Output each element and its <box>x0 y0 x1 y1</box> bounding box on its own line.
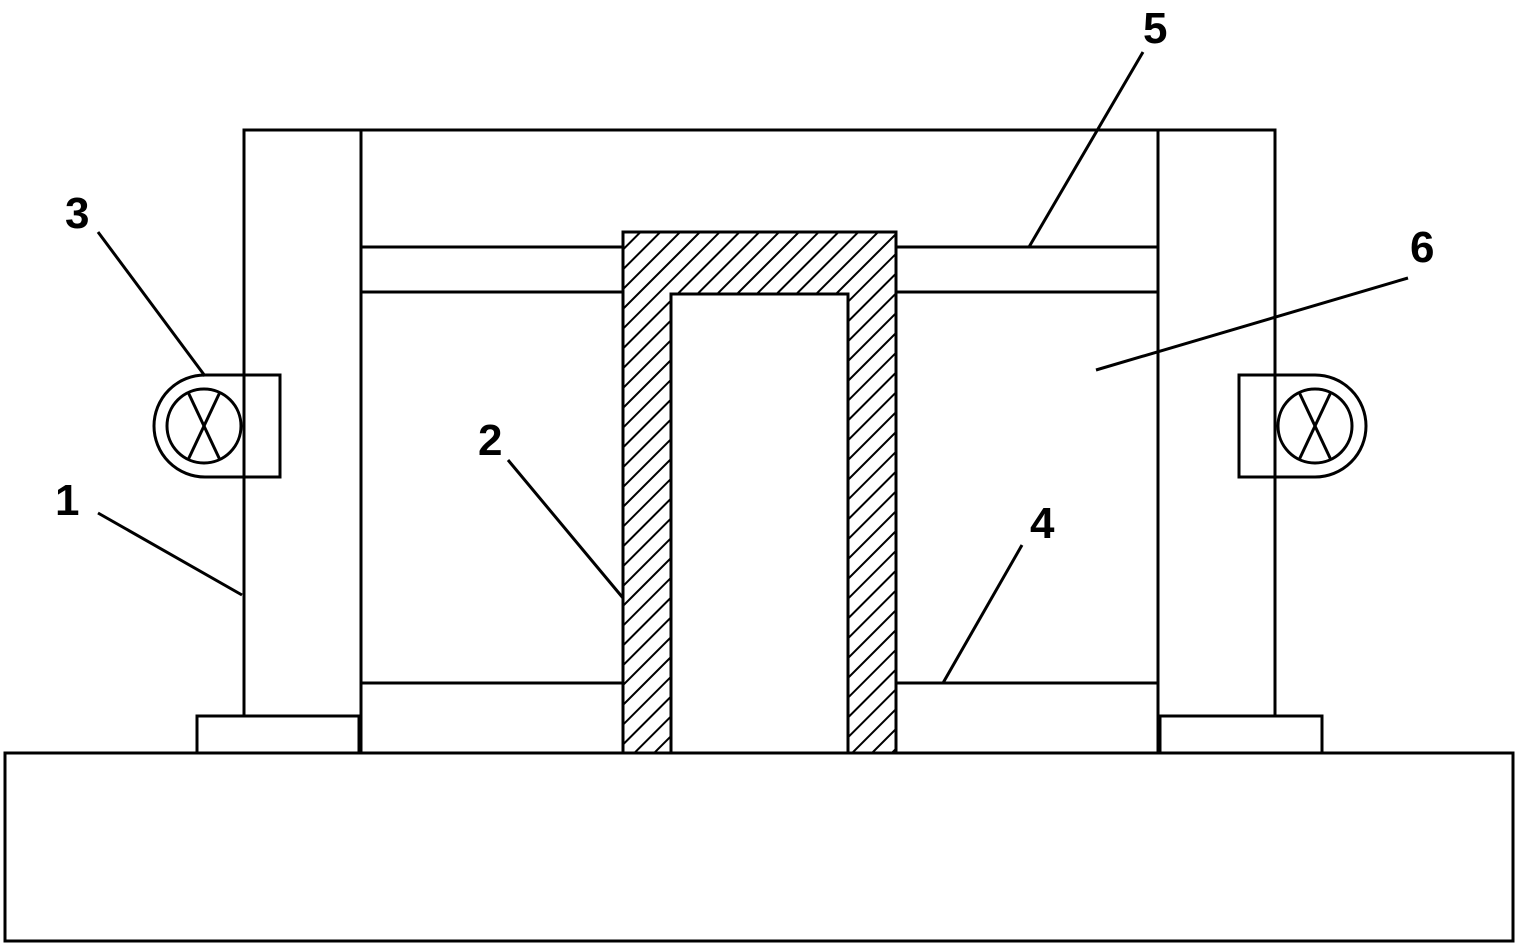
frame-right-post <box>1156 128 1277 718</box>
label-2: 2 <box>478 416 502 465</box>
leader-line-1 <box>97 511 243 597</box>
base-plate <box>3 751 1515 943</box>
leader-line-6 <box>1095 276 1409 372</box>
right-foot <box>1158 714 1324 755</box>
lower-ring-right <box>894 681 1160 755</box>
leader-line-4 <box>941 544 1024 684</box>
upper-ring-right <box>894 245 1160 294</box>
label-6: 6 <box>1410 223 1434 272</box>
leader-line-3 <box>96 231 207 377</box>
lower-ring-left <box>359 681 625 755</box>
hatched-tube <box>621 230 898 755</box>
frame-left-post <box>242 128 363 718</box>
left-foot <box>195 714 361 755</box>
label-1: 1 <box>55 476 79 525</box>
label-4: 4 <box>1030 499 1055 548</box>
leader-line-5 <box>1027 51 1145 248</box>
upper-ring-left <box>359 245 625 294</box>
leader-line-2 <box>506 459 625 599</box>
right-valve <box>1237 373 1368 479</box>
label-3: 3 <box>65 189 89 238</box>
label-5: 5 <box>1143 4 1167 53</box>
left-valve <box>152 373 282 479</box>
